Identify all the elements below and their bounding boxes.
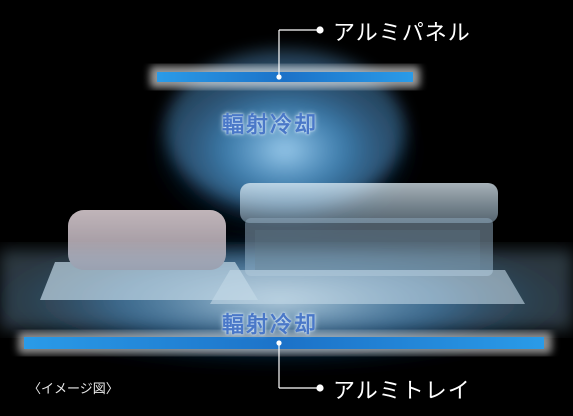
aluminium-panel xyxy=(157,72,413,82)
callout-top xyxy=(276,26,324,80)
callout-bottom xyxy=(276,340,324,392)
label-aluminium-panel: アルミパネル xyxy=(333,21,471,46)
callout-dot-icon xyxy=(316,26,324,34)
callout-dot-icon xyxy=(316,384,324,392)
aluminium-tray xyxy=(24,337,544,349)
label-radiant-cooling-top: 輻射冷却 xyxy=(222,113,319,138)
image-note: 〈イメージ図〉 xyxy=(28,382,119,397)
label-radiant-cooling-bottom: 輻射冷却 xyxy=(222,313,319,338)
label-aluminium-tray: アルミトレイ xyxy=(333,379,471,404)
